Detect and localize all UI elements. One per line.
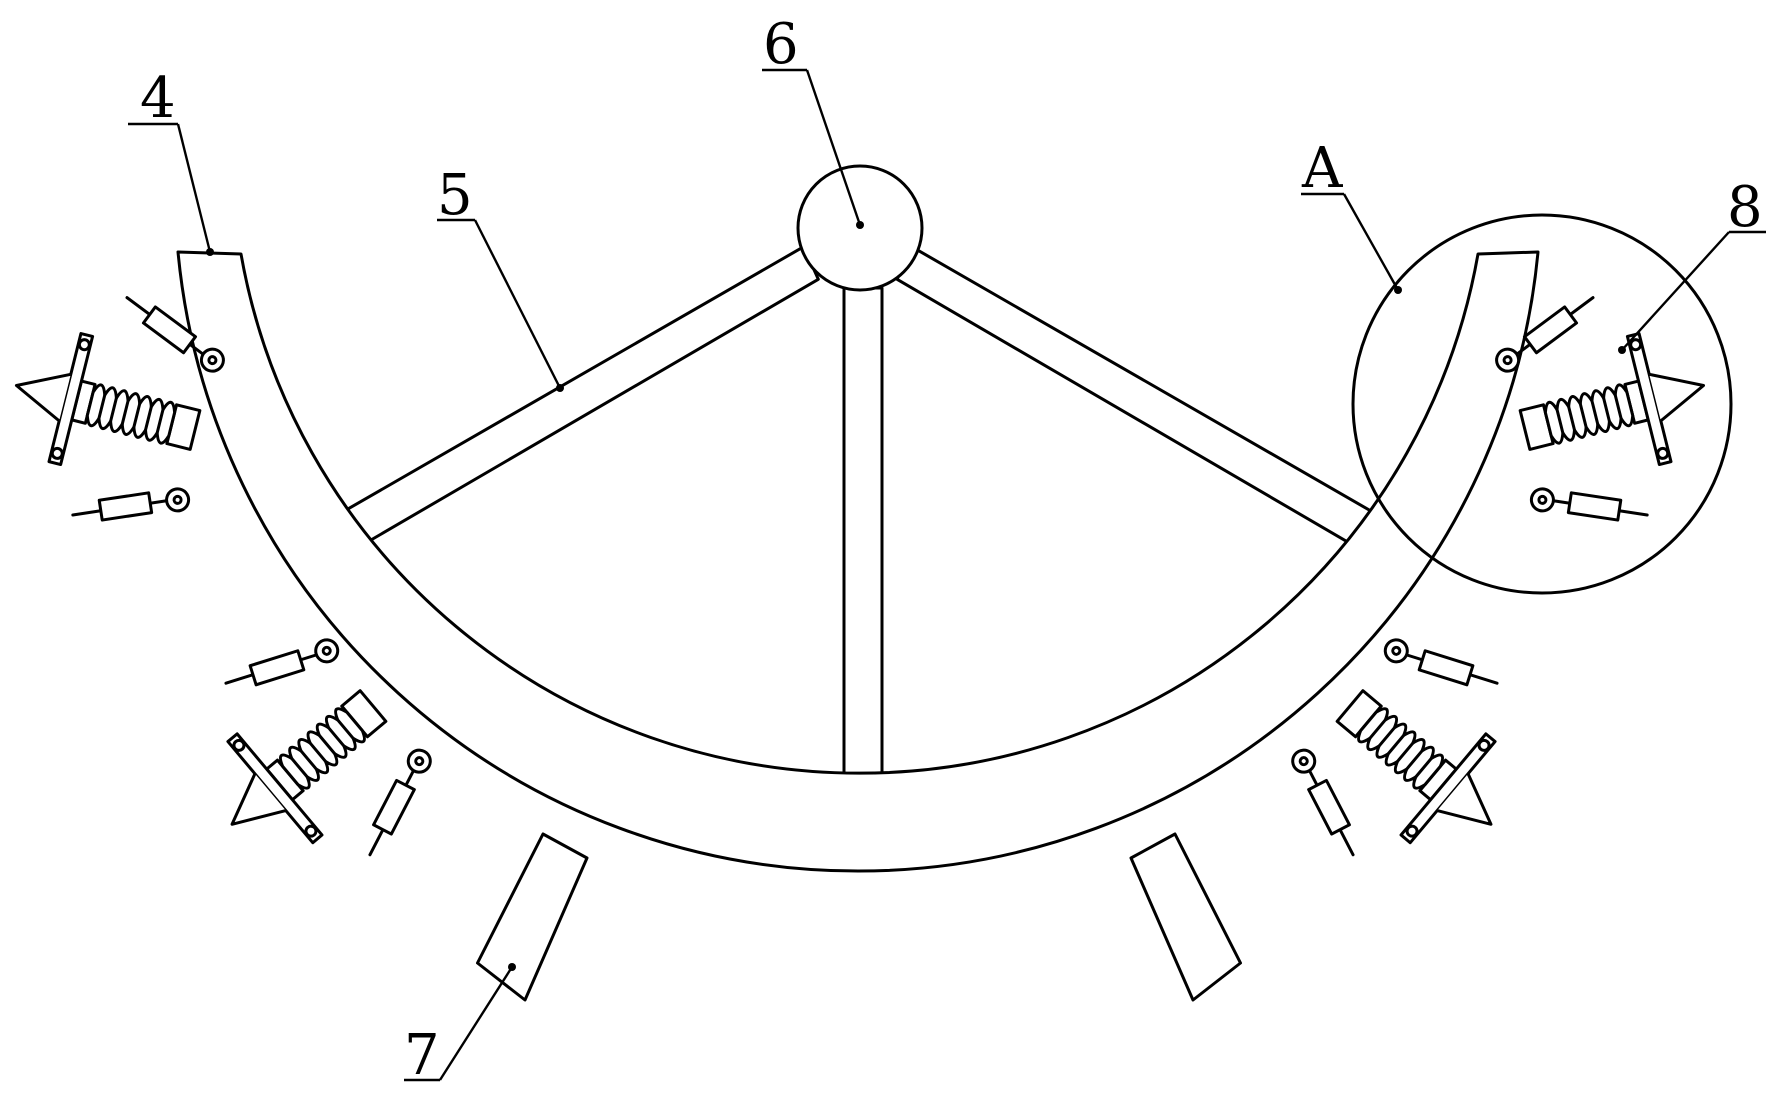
support-legs: [476, 832, 1242, 1002]
label-7: 7: [404, 1023, 440, 1088]
label-4: 4: [140, 66, 176, 131]
leader-lines: [128, 68, 1766, 1082]
detail-circle-a: [1351, 213, 1733, 595]
label-8: 8: [1727, 175, 1763, 240]
arc-frame: [176, 250, 1540, 873]
label-6: 6: [763, 12, 799, 77]
truss-bars: [310, 245, 1405, 853]
label-a: A: [1301, 136, 1343, 201]
label-5: 5: [437, 163, 473, 228]
